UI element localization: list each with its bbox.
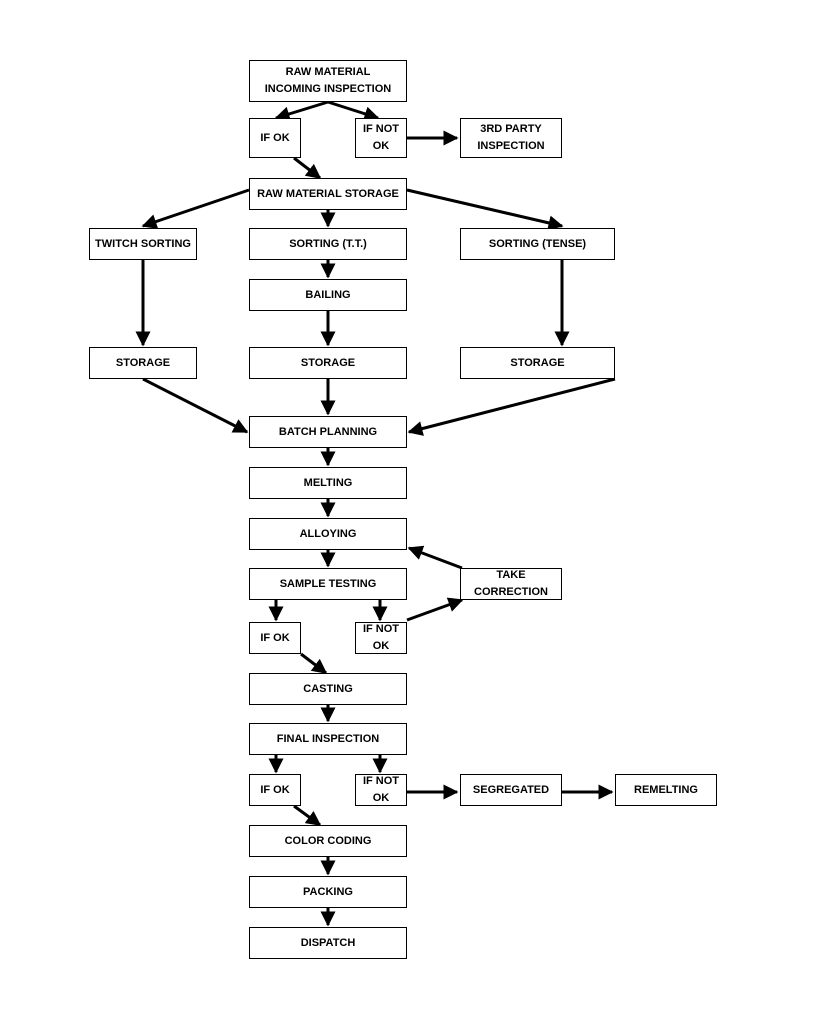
node-casting: CASTING bbox=[249, 673, 407, 705]
edge-if-not-ok-2-to-take-correction bbox=[406, 597, 464, 622]
node-if-not-ok-2: IF NOT OK bbox=[355, 622, 407, 654]
node-sorting-tt: SORTING (T.T.) bbox=[249, 228, 407, 260]
node-dispatch: DISPATCH bbox=[249, 927, 407, 959]
node-color-coding: COLOR CODING bbox=[249, 825, 407, 857]
node-packing: PACKING bbox=[249, 876, 407, 908]
node-if-ok-3: IF OK bbox=[249, 774, 301, 806]
edge-storage-right-to-batch-planning bbox=[407, 377, 616, 436]
node-batch-planning: BATCH PLANNING bbox=[249, 416, 407, 448]
node-melting: MELTING bbox=[249, 467, 407, 499]
edge-take-correction-to-alloying bbox=[407, 545, 463, 570]
node-bailing: BAILING bbox=[249, 279, 407, 311]
node-storage-right: STORAGE bbox=[460, 347, 615, 379]
node-final-inspection: FINAL INSPECTION bbox=[249, 723, 407, 755]
edge-storage-left-to-batch-planning bbox=[142, 377, 249, 434]
node-storage-left: STORAGE bbox=[89, 347, 197, 379]
node-take-correction: TAKE CORRECTION bbox=[460, 568, 562, 600]
edge-if-ok-2-to-casting bbox=[300, 652, 328, 675]
edge-raw-material-storage-to-sorting-tense bbox=[406, 188, 564, 231]
node-raw-material-storage: RAW MATERIAL STORAGE bbox=[249, 178, 407, 210]
node-if-not-ok-1: IF NOT OK bbox=[355, 118, 407, 158]
edge-raw-material-storage-to-twitch-sorting bbox=[141, 188, 250, 229]
edge-raw-material-inspection-to-if-not-ok-1 bbox=[327, 100, 380, 122]
edge-raw-material-inspection-to-if-ok-1 bbox=[274, 100, 329, 122]
node-twitch-sorting: TWITCH SORTING bbox=[89, 228, 197, 260]
node-third-party-inspection: 3RD PARTY INSPECTION bbox=[460, 118, 562, 158]
node-alloying: ALLOYING bbox=[249, 518, 407, 550]
node-remelting: REMELTING bbox=[615, 774, 717, 806]
node-if-ok-1: IF OK bbox=[249, 118, 301, 158]
edge-if-ok-1-to-raw-material-storage bbox=[293, 156, 322, 180]
node-sample-testing: SAMPLE TESTING bbox=[249, 568, 407, 600]
node-if-not-ok-3: IF NOT OK bbox=[355, 774, 407, 806]
node-if-ok-2: IF OK bbox=[249, 622, 301, 654]
node-segregated: SEGREGATED bbox=[460, 774, 562, 806]
edge-if-ok-3-to-color-coding bbox=[293, 804, 322, 827]
node-storage-center: STORAGE bbox=[249, 347, 407, 379]
node-sorting-tense: SORTING (TENSE) bbox=[460, 228, 615, 260]
node-raw-material-inspection: RAW MATERIAL INCOMING INSPECTION bbox=[249, 60, 407, 102]
